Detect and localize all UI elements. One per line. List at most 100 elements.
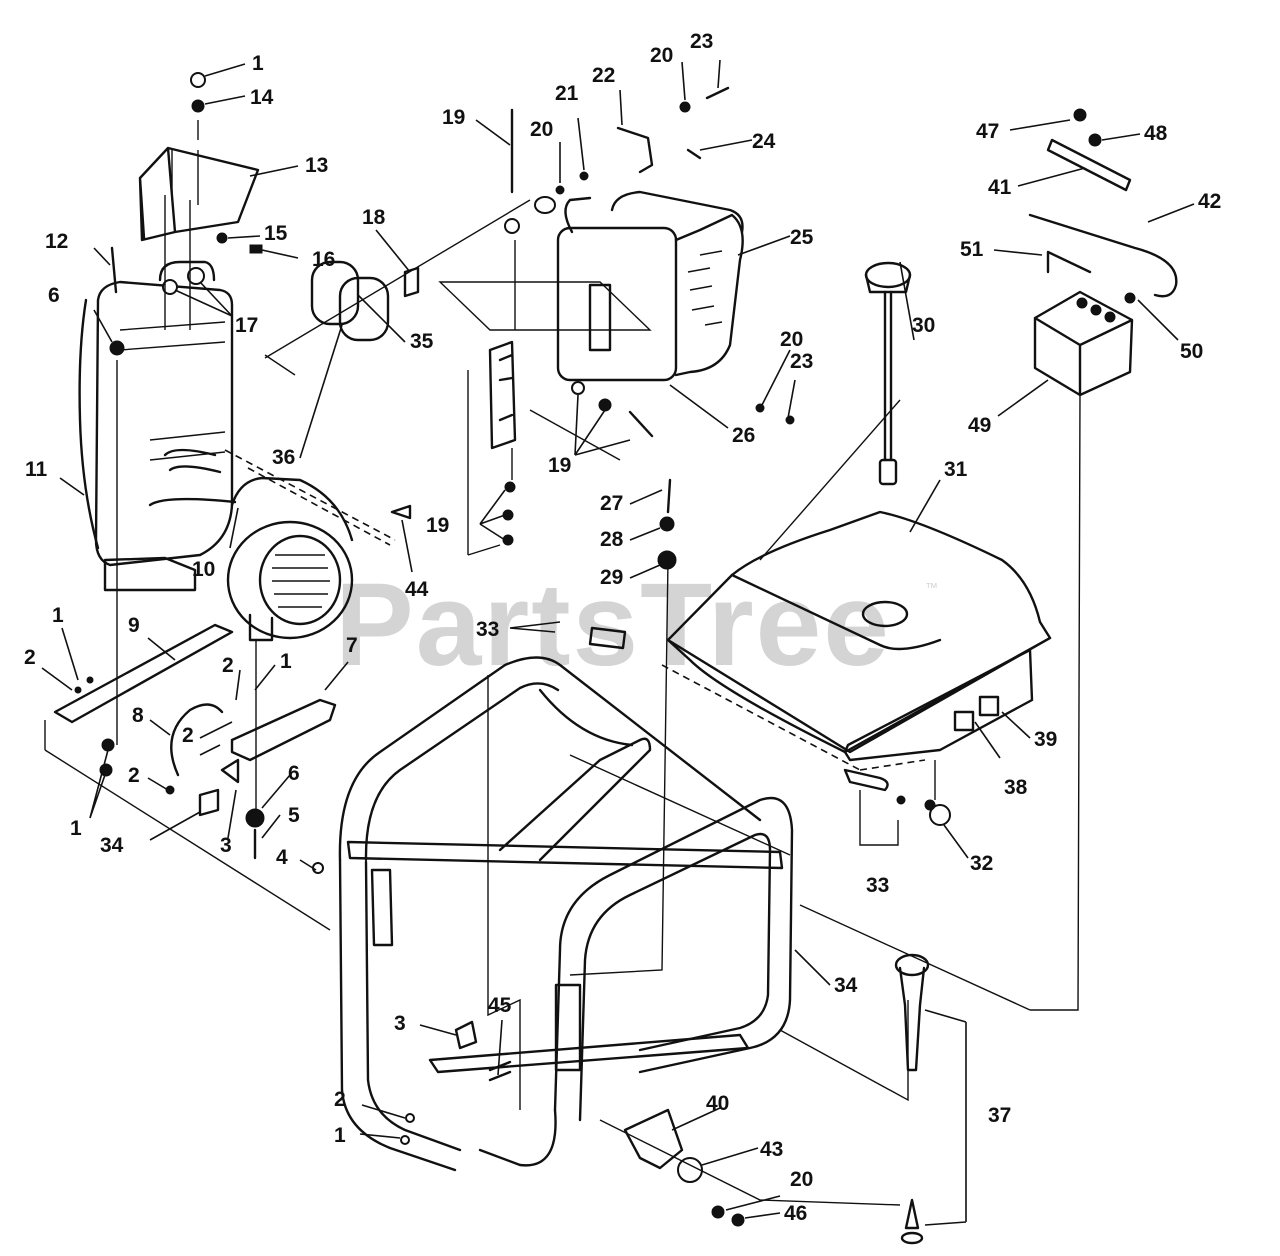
callout-labels: 1 14 13 15 16 17 12 6 11 10 9 1 2 2 1 7 … (24, 30, 1221, 1225)
part-9-rail (53, 623, 234, 724)
callout-label: 47 (976, 120, 999, 143)
callout-label: 38 (1004, 776, 1028, 799)
callout-label: 1 (280, 650, 292, 673)
fuel-tank (666, 510, 1052, 762)
callout-label: 9 (128, 614, 140, 637)
muffler-assembly (438, 126, 744, 382)
callout-label: 44 (405, 578, 429, 601)
callout-label: 50 (1180, 340, 1203, 363)
callout-label: 1 (52, 604, 64, 627)
hardware-pieces (74, 72, 1136, 1227)
callout-label: 18 (362, 206, 386, 229)
callout-label: 28 (600, 528, 624, 551)
callout-label: 40 (706, 1092, 729, 1115)
callout-label: 27 (600, 492, 623, 515)
callout-label: 1 (334, 1124, 346, 1147)
part-30-fuel-cap (864, 261, 912, 486)
callout-label: 23 (790, 350, 813, 373)
callout-label: 8 (132, 704, 144, 727)
part-42-cable (1028, 213, 1178, 298)
callout-label: 16 (312, 248, 335, 271)
callout-label: 3 (394, 1012, 406, 1035)
callout-label: 2 (128, 764, 140, 787)
callout-label: 20 (650, 44, 673, 67)
hidden-line-3 (661, 664, 861, 771)
callout-label: 24 (752, 130, 776, 153)
alignment-lines (44, 120, 1081, 1206)
watermark-text: PartsTree (335, 559, 891, 691)
callout-label: 21 (555, 82, 579, 105)
part-7-bracket (230, 698, 337, 762)
callout-label: 6 (288, 762, 300, 785)
callout-label: 35 (410, 330, 434, 353)
callout-label: 2 (222, 654, 234, 677)
callout-label: 34 (100, 834, 124, 857)
callout-label: 20 (530, 118, 553, 141)
part-40-bracket (623, 1108, 684, 1170)
callout-label: 2 (24, 646, 36, 669)
part-13-shroud (138, 146, 260, 242)
part-32-fitting (929, 804, 951, 826)
callout-label: 26 (732, 424, 755, 447)
callout-label: 1 (252, 52, 264, 75)
part-19-bracket (488, 340, 517, 450)
callout-label: 37 (988, 1104, 1011, 1127)
callout-label: 34 (834, 974, 858, 997)
part-37-gauge (894, 953, 930, 1245)
callout-label: 22 (592, 64, 615, 87)
callout-label: 30 (912, 314, 935, 337)
part-33-hose (843, 768, 889, 792)
part-8-cable (170, 703, 224, 777)
callout-label: 32 (970, 852, 993, 875)
callout-label: 29 (600, 566, 623, 589)
callout-label: 10 (192, 558, 215, 581)
callout-label: 41 (988, 176, 1012, 199)
callout-label: 12 (45, 230, 68, 253)
hidden-line-2 (247, 467, 391, 546)
callout-label: 42 (1198, 190, 1221, 213)
hidden-line-1 (224, 449, 396, 541)
callout-label: 2 (182, 724, 194, 747)
callout-label: 17 (235, 314, 258, 337)
part-43-fitting (677, 1157, 703, 1183)
callout-label: 20 (790, 1168, 813, 1191)
tube-frame (338, 656, 794, 1172)
part-41-strap (1046, 138, 1132, 192)
callout-label: 51 (960, 238, 984, 261)
engine-assembly (78, 260, 354, 642)
callout-label: 2 (334, 1088, 346, 1111)
callout-label: 46 (784, 1202, 807, 1225)
callout-label: 3 (220, 834, 232, 857)
callout-label: 20 (780, 328, 803, 351)
callout-label: 1 (70, 817, 82, 840)
callout-label: 31 (944, 458, 968, 481)
callout-label: 25 (790, 226, 814, 249)
callout-label: 7 (346, 634, 358, 657)
callout-label: 39 (1034, 728, 1057, 751)
callout-label: 5 (288, 804, 300, 827)
callout-label: 45 (488, 994, 512, 1017)
callout-label: 6 (48, 284, 60, 307)
callout-label: 19 (548, 454, 571, 477)
part-49-battery (1033, 290, 1134, 397)
callout-label: 11 (25, 458, 48, 481)
callout-label: 14 (250, 86, 274, 109)
part-36-filter (338, 276, 390, 342)
callout-label: 36 (272, 446, 295, 469)
callout-label: 49 (968, 414, 991, 437)
callout-label: 33 (476, 618, 499, 641)
callout-label: 43 (760, 1138, 783, 1161)
leader-lines (41, 59, 1195, 1226)
callout-label: 48 (1144, 122, 1168, 145)
callout-label: 4 (276, 846, 288, 869)
callout-label: 23 (690, 30, 713, 53)
hidden-line-4 (859, 759, 926, 771)
callout-label: 19 (426, 514, 449, 537)
callout-label: 33 (866, 874, 889, 897)
callout-label: 19 (442, 106, 465, 129)
callout-label: 15 (264, 222, 288, 245)
part-35-filter (310, 260, 360, 326)
callout-label: 13 (305, 154, 328, 177)
part-51-cable (1046, 250, 1092, 274)
